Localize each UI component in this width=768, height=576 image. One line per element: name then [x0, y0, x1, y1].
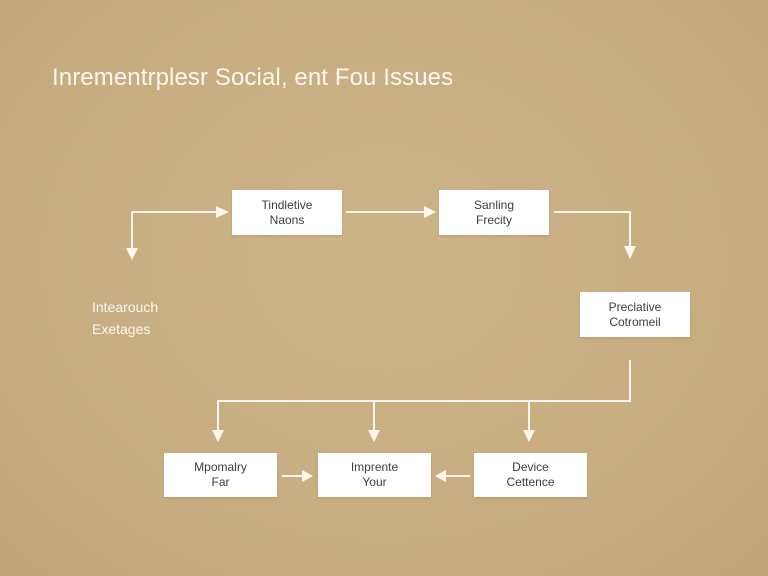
node-tindletive-line1: Tindletive	[261, 197, 313, 212]
arrowhead-down-left	[126, 248, 138, 260]
node-device: Device Cettence	[474, 453, 587, 497]
node-preclative-line1: Preclative	[608, 299, 662, 314]
node-imprente-line1: Imprente	[350, 460, 399, 474]
node-device-line2: Cettence	[506, 475, 555, 489]
node-imprente: Imprente Your	[318, 453, 431, 497]
node-tindletive: Tindletive Naons	[232, 190, 342, 235]
free-label-line2: Exetages	[92, 321, 151, 337]
node-imprente-line2: Your	[362, 475, 387, 489]
connector-preclative-branch	[217, 360, 631, 430]
node-tindletive-line2: Naons	[269, 212, 305, 227]
free-label-line1: Intearouch	[92, 299, 159, 315]
node-preclative: Preclative Cotromeil	[580, 292, 690, 337]
node-mpomalry: Mpomalry Far	[164, 453, 277, 497]
connector-sanling-right	[554, 211, 631, 246]
node-device-line1: Device	[512, 460, 549, 474]
node-sanling-line1: Sanling	[473, 197, 515, 212]
node-mpomalry-line1: Mpomalry	[194, 460, 247, 474]
arrowhead-mpomalry-to-imprente	[302, 470, 313, 482]
arrowhead-to-imprente	[368, 430, 380, 442]
connector-left-loop	[131, 211, 216, 250]
arrowhead-device-to-imprente	[435, 470, 446, 482]
arrowhead-to-tindletive	[216, 206, 229, 218]
arrowhead-to-mpomalry	[212, 430, 224, 442]
arrowhead-to-sanling	[424, 206, 436, 218]
node-sanling-line2: Frecity	[476, 212, 512, 227]
free-label-intearouch: Intearouch Exetages	[92, 296, 158, 340]
node-preclative-line2: Cotromeil	[609, 314, 661, 329]
node-sanling: Sanling Frecity	[439, 190, 549, 235]
arrowhead-to-device	[523, 430, 535, 442]
node-mpomalry-line2: Far	[211, 475, 230, 489]
diagram-title: Inrementrplesr Social, ent Fou Issues	[52, 64, 454, 91]
arrowhead-down-right	[624, 246, 636, 259]
